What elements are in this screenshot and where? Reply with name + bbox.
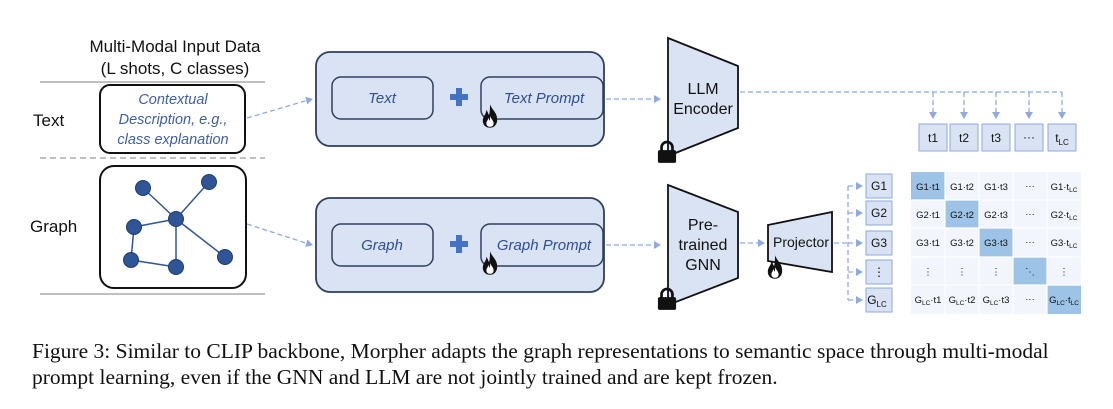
llm-encoder-line1: LLM: [687, 81, 718, 98]
graph-node: [168, 211, 184, 227]
gnn-line3: GNN: [685, 257, 721, 274]
matrix-cell: ···: [1025, 209, 1035, 220]
matrix-cell: GLC·tLC: [1049, 295, 1079, 307]
matrix-cell: G1·tLC: [1051, 182, 1078, 194]
matrix-cell: ···: [1025, 237, 1035, 248]
text-input-line2: Description, e.g.,: [119, 112, 228, 128]
text-prompt-box: [480, 76, 604, 120]
graph-token-label: G1: [871, 179, 887, 193]
llm-encoder-line2: Encoder: [673, 101, 733, 118]
matrix-diagonal-cell: [1013, 257, 1047, 285]
matrix-cell: ···: [1025, 294, 1035, 305]
graph-token-box: [865, 200, 893, 226]
figure-caption: Figure 3: Similar to CLIP backbone, Morp…: [32, 339, 1049, 389]
matrix-cell: G2·tLC: [1051, 210, 1078, 222]
matrix-cell: G3·tLC: [1051, 238, 1078, 250]
text-token-bus: [740, 91, 1066, 119]
gnn-line1: Pre-: [688, 217, 718, 234]
matrix-cell: G2·t1: [916, 210, 940, 221]
text-data-label: Text: [368, 90, 397, 107]
graph-token-label: GLC: [867, 293, 887, 309]
text-data-box: [331, 76, 434, 120]
matrix-cell: ⋮: [1059, 267, 1069, 278]
graph-prompt-box: [480, 223, 604, 267]
text-tokens: t1 t2 t3 ··· tLC: [918, 123, 1077, 152]
matrix-diagonal-cell: [945, 200, 979, 228]
matrix-diagonal-cell: [1047, 285, 1081, 314]
matrix-cell: G1·t2: [950, 182, 974, 193]
matrix-cell: G2·t2: [950, 210, 974, 221]
matrix-cell: GLC·t1: [915, 295, 942, 307]
matrix-cell: G3·t1: [916, 238, 940, 249]
graph-data-label: Graph: [361, 237, 403, 254]
matrix-cell: G1·t3: [984, 182, 1008, 193]
graph-node: [135, 180, 151, 196]
graph-nodes: [123, 174, 233, 275]
matrix-cell: GLC·t3: [983, 295, 1010, 307]
text-token-box: [1014, 123, 1044, 152]
graph-node: [168, 259, 184, 275]
input-title-line2: (L shots, C classes): [101, 59, 250, 78]
matrix-cell: ⋮: [957, 267, 967, 278]
graph-token-label: G3: [871, 236, 887, 250]
text-token-label: t3: [991, 131, 1001, 145]
matrix-cell: G1·t1: [916, 182, 940, 193]
graph-node: [123, 252, 139, 268]
gnn-line2: trained: [679, 237, 728, 254]
matrix-cell: GLC·t2: [949, 295, 976, 307]
graph-node: [126, 219, 142, 235]
graph-node: [217, 249, 233, 265]
text-token-label: tLC: [1055, 131, 1069, 147]
graph-tokens: G1 G2 G3 ⋮ GLC: [865, 173, 893, 313]
matrix-cell: ⋮: [991, 267, 1001, 278]
similarity-matrix: G1·t1 G1·t2 G1·t3 ··· G1·tLC G2·t1 G2·t2…: [911, 172, 1081, 314]
text-token-label: t1: [928, 131, 938, 145]
plus-icon: [450, 235, 468, 253]
llm-encoder: [667, 36, 739, 158]
lock-icon: [657, 140, 677, 164]
graph-token-bus: [834, 182, 863, 304]
graph-data-box: [331, 223, 434, 267]
matrix-cell: ⋮: [923, 267, 933, 278]
matrix-cell: ⋱: [1025, 267, 1035, 278]
graph-token-label: G2: [871, 206, 887, 220]
projector-label: Projector: [773, 234, 829, 250]
graph-token-box: [865, 230, 893, 256]
matrix-cell: G3·t2: [950, 238, 974, 249]
text-prompt-label: Text Prompt: [504, 90, 585, 107]
matrix-cell: G2·t3: [984, 210, 1008, 221]
graph-prompt-label: Graph Prompt: [497, 237, 592, 254]
text-token-box: [981, 123, 1011, 152]
text-input-box: [99, 84, 246, 154]
text-token-label: t2: [959, 131, 969, 145]
arrow-text-to-panel: [246, 96, 313, 119]
lock-icon: [657, 287, 677, 311]
input-title-line1: Multi-Modal Input Data: [89, 37, 261, 56]
text-input-line3: class explanation: [117, 132, 228, 148]
text-token-box: [1047, 123, 1077, 152]
graph-token-box: [865, 287, 893, 313]
projector: [767, 210, 833, 274]
graph-token-label: ⋮: [873, 265, 885, 279]
matrix-cell: ···: [1025, 181, 1035, 192]
matrix-cell: G3·t3: [984, 238, 1008, 249]
text-row-label: Text: [33, 111, 64, 130]
text-token-box: [918, 123, 948, 152]
text-input-line1: Contextual: [138, 92, 208, 108]
plus-icon: [450, 88, 468, 106]
text-token-label: ···: [1023, 130, 1035, 144]
matrix-diagonal-cell: [911, 172, 945, 200]
graph-token-box: [865, 173, 893, 199]
arrow-graph-to-panel: [246, 223, 313, 247]
graph-node: [201, 174, 217, 190]
matrix-diagonal-cell: [979, 228, 1013, 257]
graph-row-label: Graph: [30, 217, 77, 236]
text-token-box: [949, 123, 979, 152]
pretrained-gnn: [667, 183, 739, 307]
graph-token-box: [865, 259, 893, 285]
